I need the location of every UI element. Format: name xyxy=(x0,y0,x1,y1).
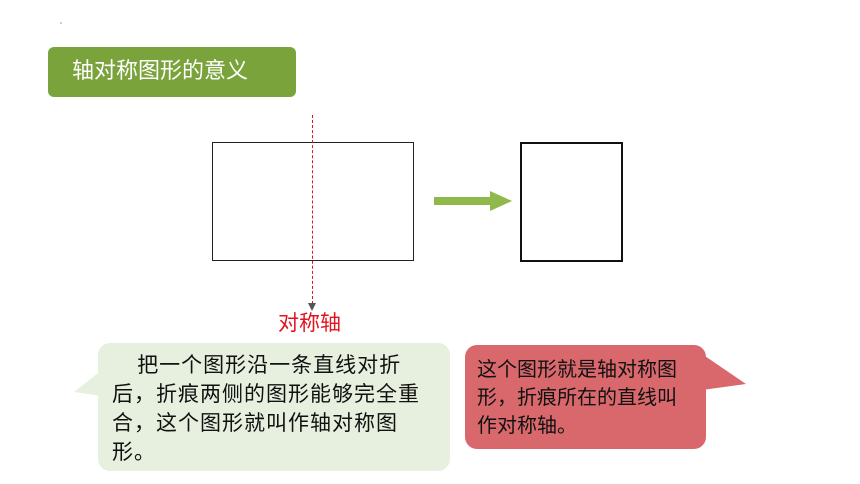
bubble-tail-left xyxy=(74,370,102,396)
folded-rectangle-shape xyxy=(520,142,623,262)
axis-label: 对称轴 xyxy=(278,311,341,335)
bubble-tail-right xyxy=(702,354,746,390)
section-title: 轴对称图形的意义 xyxy=(48,47,296,97)
symmetry-axis-line xyxy=(312,115,313,309)
decorative-dot xyxy=(60,22,62,24)
rectangle-shape xyxy=(212,142,414,261)
definition-bubble: 把一个图形沿一条直线对折后，折痕两侧的图形能够完全重合，这个图形就叫作轴对称图形… xyxy=(98,343,450,471)
arrow-right-icon xyxy=(434,191,512,211)
axis-pointer-arrowhead xyxy=(308,303,316,311)
explanation-bubble: 这个图形就是轴对称图形，折痕所在的直线叫作对称轴。 xyxy=(465,345,706,449)
